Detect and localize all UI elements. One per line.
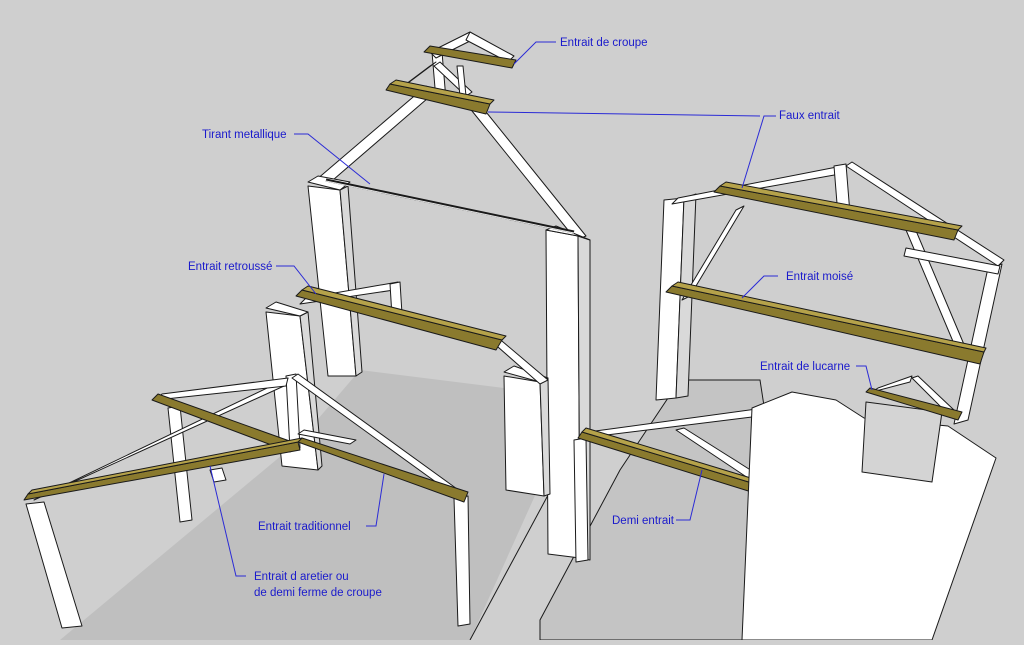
tall-posts (307, 175, 591, 561)
leader-entrait-de-croupe (513, 41, 556, 65)
leader-demi-entrait (676, 469, 703, 521)
label-entrait-moise: Entrait moisé (786, 271, 853, 283)
tirant-metallique-rod (325, 178, 575, 234)
tirant-metallique-rod-highlight (325, 180, 575, 234)
tall-post-left-side (339, 185, 363, 377)
mid-post-left-cap (265, 301, 309, 317)
left-truss (23, 373, 471, 629)
tall-post-left-cap (307, 175, 351, 191)
entrait-de-croupe-beam (423, 45, 517, 69)
entrait-retrousse-top (301, 285, 507, 341)
right-cross-tie (903, 247, 1001, 275)
top-post-left (456, 65, 467, 97)
label-entrait-traditionnel: Entrait traditionnel (258, 521, 351, 533)
label-entrait-aretier-line2: de demi ferme de croupe (254, 587, 382, 599)
dormer (573, 375, 997, 641)
faux-entrait-right-top (719, 181, 963, 231)
left-floor (60, 370, 560, 640)
labels: Entrait de croupe Faux entrait Tirant me… (188, 37, 853, 599)
left-truss-post-a (25, 501, 83, 629)
label-faux-entrait: Faux entrait (779, 110, 841, 122)
left-truss-strut (297, 429, 357, 445)
label-tirant-metallique: Tirant metallique (202, 129, 287, 141)
mid-post-right-front (503, 375, 545, 497)
entrait-de-lucarne-beam (865, 387, 963, 421)
right-frame (655, 161, 1005, 425)
leader-entrait-retrousse (276, 265, 317, 295)
leader-tirant-metallique (294, 133, 371, 185)
demi-entrait-post (573, 437, 589, 563)
top-hip-frame (315, 31, 587, 241)
leader-entrait-aretier (209, 465, 246, 577)
leader-lines (209, 41, 873, 577)
label-entrait-retrousse: Entrait retroussé (188, 261, 272, 273)
label-demi-entrait: Demi entrait (612, 515, 675, 527)
leader-entrait-traditionnel (366, 473, 385, 527)
faux-entrait-top-face (389, 79, 495, 105)
dormer-opening (861, 401, 943, 483)
label-entrait-aretier-line1: Entrait d aretier ou (254, 571, 349, 583)
leader-faux-entrait-top (487, 111, 761, 117)
label-entrait-de-lucarne: Entrait de lucarne (760, 361, 850, 373)
leader-entrait-moise (741, 275, 778, 299)
leader-faux-entrait-right (741, 115, 776, 189)
leader-entrait-de-lucarne (856, 365, 873, 391)
top-rafter-right (467, 101, 587, 241)
entrait-moise-top (671, 281, 987, 353)
entrait-traditionnel-top (27, 437, 303, 495)
top-rafter-left (315, 85, 436, 187)
label-entrait-de-croupe: Entrait de croupe (560, 37, 648, 49)
